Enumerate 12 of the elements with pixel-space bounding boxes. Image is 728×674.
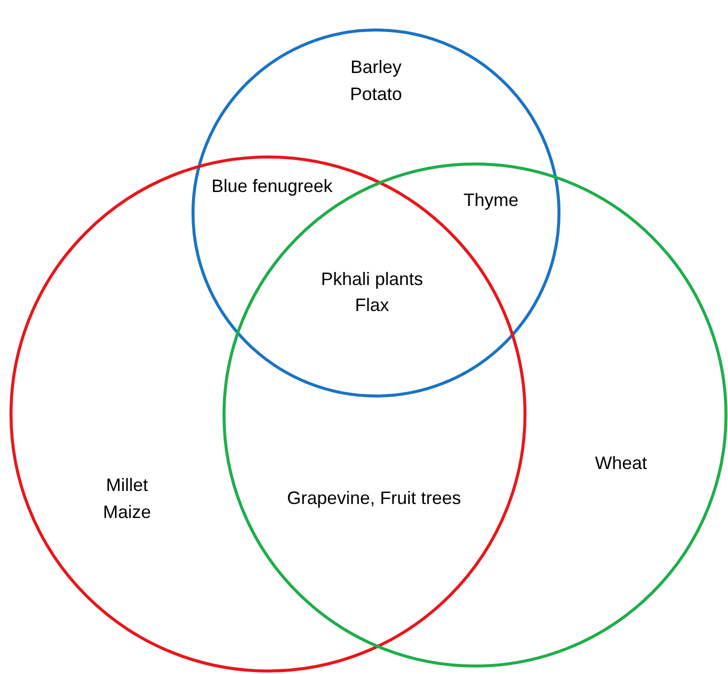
region-label: Thyme — [464, 191, 518, 211]
region-label: Grapevine, Fruit trees — [286, 489, 462, 509]
set-circle — [192, 28, 560, 398]
region-label: Potato — [350, 85, 402, 105]
region-label: Barley — [350, 58, 402, 78]
region-label: Maize — [103, 503, 151, 523]
set-circle — [10, 156, 526, 672]
region-label: Millet — [106, 476, 148, 496]
region-label: Wheat — [594, 454, 648, 474]
region-label: Blue fenugreek — [211, 177, 333, 197]
region-label: Pkhali plants — [320, 270, 424, 290]
region-label: Flax — [355, 296, 389, 316]
